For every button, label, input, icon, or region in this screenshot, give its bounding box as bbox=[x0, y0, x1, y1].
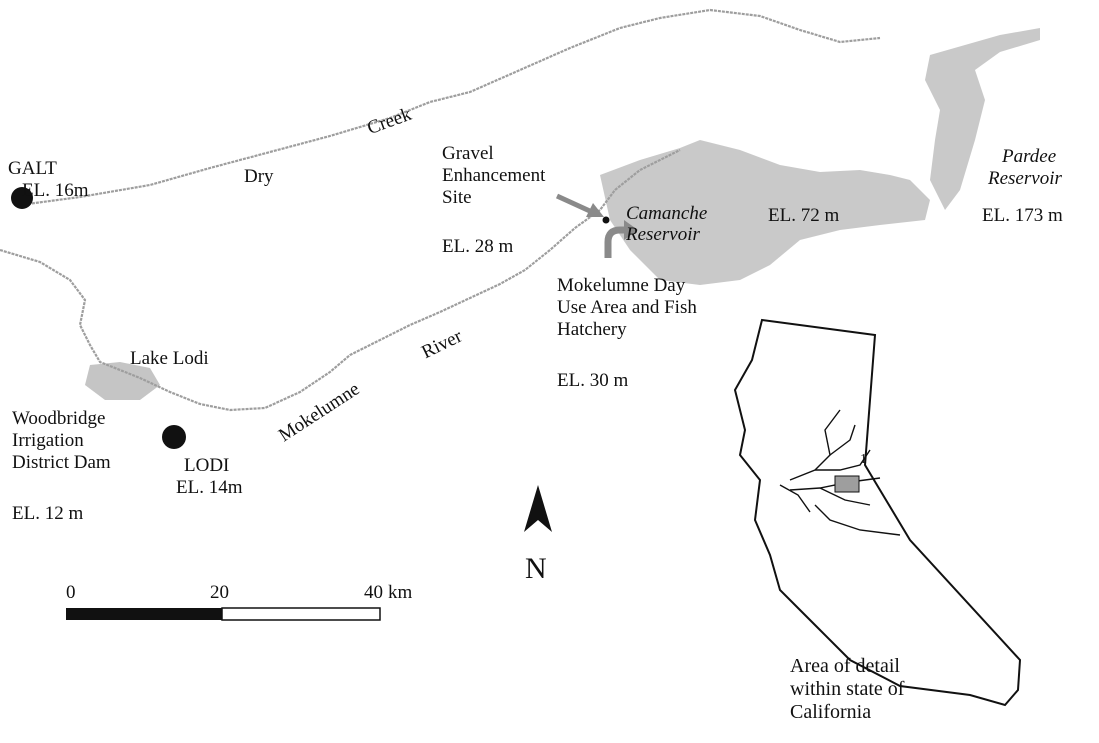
gravel-line-3: Site bbox=[442, 187, 472, 208]
inset-detail-box bbox=[834, 475, 860, 493]
dam-line-3: District Dam bbox=[12, 452, 111, 473]
hatchery-line-3: Hatchery bbox=[557, 319, 627, 340]
hatchery-arrow bbox=[604, 220, 638, 258]
dry-creek-label-dry: Dry bbox=[244, 166, 274, 187]
dam-line-2: Irrigation bbox=[12, 430, 84, 451]
galt-label: GALT bbox=[8, 158, 57, 179]
camanche-elevation: EL. 72 m bbox=[768, 205, 840, 226]
gravel-site-dot bbox=[602, 216, 610, 224]
galt-dot bbox=[11, 187, 33, 209]
pardee-label-line1: Pardee bbox=[1002, 146, 1057, 167]
north-arrow-icon bbox=[524, 485, 552, 532]
gravel-elevation: EL. 28 m bbox=[442, 236, 514, 257]
dry-creek-line bbox=[19, 8, 881, 207]
dam-line-1: Woodbridge bbox=[12, 408, 106, 429]
hatchery-elevation: EL. 30 m bbox=[557, 370, 629, 391]
lake-lodi-shape bbox=[85, 362, 160, 400]
pardee-label-line2: Reservoir bbox=[988, 168, 1062, 189]
dam-label: Woodbridge Irrigation District Dam bbox=[12, 408, 111, 474]
inset-caption: Area of detail within state of Californi… bbox=[790, 655, 904, 724]
galt-elevation: EL. 16m bbox=[22, 180, 89, 201]
hatchery-line-1: Mokelumne Day bbox=[557, 275, 686, 296]
gravel-line-1: Gravel bbox=[442, 143, 494, 164]
dam-elevation: EL. 12 m bbox=[12, 503, 84, 524]
gravel-site-arrow bbox=[555, 193, 604, 217]
gravel-site-label: Gravel Enhancement Site bbox=[442, 143, 545, 209]
lodi-label: LODI bbox=[184, 455, 230, 476]
scale-bar bbox=[66, 607, 381, 621]
mokelumne-river-line bbox=[0, 149, 681, 412]
inset-caption-line-2: within state of bbox=[790, 678, 905, 700]
inset-caption-line-3: California bbox=[790, 701, 872, 723]
inset-caption-line-1: Area of detail bbox=[790, 655, 900, 677]
hatchery-label: Mokelumne Day Use Area and Fish Hatchery bbox=[557, 275, 697, 341]
camanche-label-line1: Camanche bbox=[626, 203, 708, 224]
lake-lodi-label: Lake Lodi bbox=[130, 348, 209, 369]
camanche-label-line2: Reservoir bbox=[626, 224, 700, 245]
lodi-dot bbox=[162, 425, 186, 449]
north-label: N bbox=[525, 552, 547, 585]
pardee-reservoir-shape bbox=[925, 28, 1040, 210]
hatchery-line-2: Use Area and Fish bbox=[557, 297, 697, 318]
scale-unit: km bbox=[388, 582, 413, 603]
pardee-elevation: EL. 173 m bbox=[982, 205, 1063, 226]
california-outline bbox=[733, 318, 1022, 707]
inset-marker-label: 1 bbox=[860, 452, 867, 467]
scale-tick-20: 20 bbox=[210, 582, 229, 603]
scale-tick-40: 40 bbox=[364, 582, 383, 603]
gravel-line-2: Enhancement bbox=[442, 165, 546, 186]
scale-tick-0: 0 bbox=[66, 582, 76, 603]
lodi-elevation: EL. 14m bbox=[176, 477, 243, 498]
camanche-reservoir-shape bbox=[600, 140, 930, 285]
